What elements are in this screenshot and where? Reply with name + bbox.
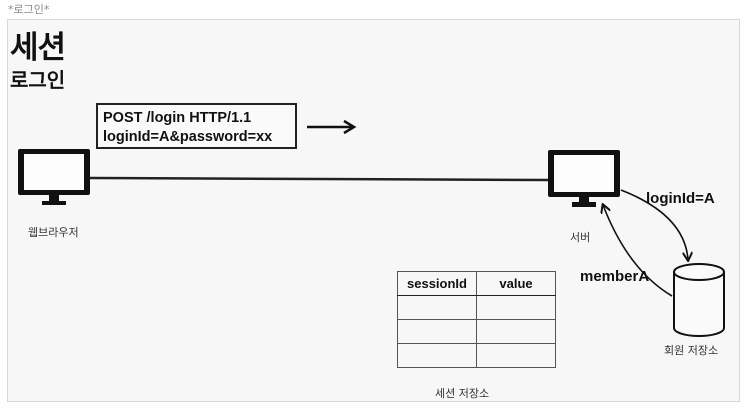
- table-cell: [476, 295, 556, 320]
- arrow-right-icon: [307, 119, 357, 135]
- session-id-header: sessionId: [397, 271, 477, 296]
- server-label: 서버: [570, 231, 591, 244]
- edge-label-loginid: loginId=A: [646, 190, 715, 207]
- value-header: value: [476, 271, 556, 296]
- server-monitor-icon: [548, 150, 620, 207]
- member-store-database-icon: [673, 263, 725, 337]
- table-cell: [397, 343, 477, 368]
- session-table-header: sessionId value: [397, 271, 556, 296]
- edge-server-to-store: [620, 189, 688, 260]
- diagram-frame: [7, 19, 740, 402]
- browser-monitor-icon: [18, 149, 90, 205]
- session-table: sessionId value: [397, 271, 556, 368]
- caption: *로그인*: [8, 3, 50, 16]
- http-request-box: POST /login HTTP/1.1 loginId=A&password=…: [96, 103, 297, 149]
- table-cell: [476, 343, 556, 368]
- table-row: [397, 343, 556, 368]
- table-cell: [397, 295, 477, 320]
- edge-label-member: memberA: [580, 268, 650, 285]
- member-store-label: 회원 저장소: [664, 344, 719, 357]
- browser-label: 웹브라우저: [28, 226, 79, 239]
- table-row: [397, 295, 556, 320]
- page-subtitle: 로그인: [10, 68, 66, 92]
- table-row: [397, 319, 556, 344]
- table-cell: [397, 319, 477, 344]
- edge-store-to-server: [603, 205, 673, 297]
- browser-server-connection: [89, 176, 549, 182]
- request-body: loginId=A&password=xx: [103, 129, 273, 145]
- table-cell: [476, 319, 556, 344]
- page-title: 세션: [10, 30, 66, 66]
- session-store-label: 세션 저장소: [435, 387, 490, 400]
- request-line: POST /login HTTP/1.1: [103, 110, 252, 126]
